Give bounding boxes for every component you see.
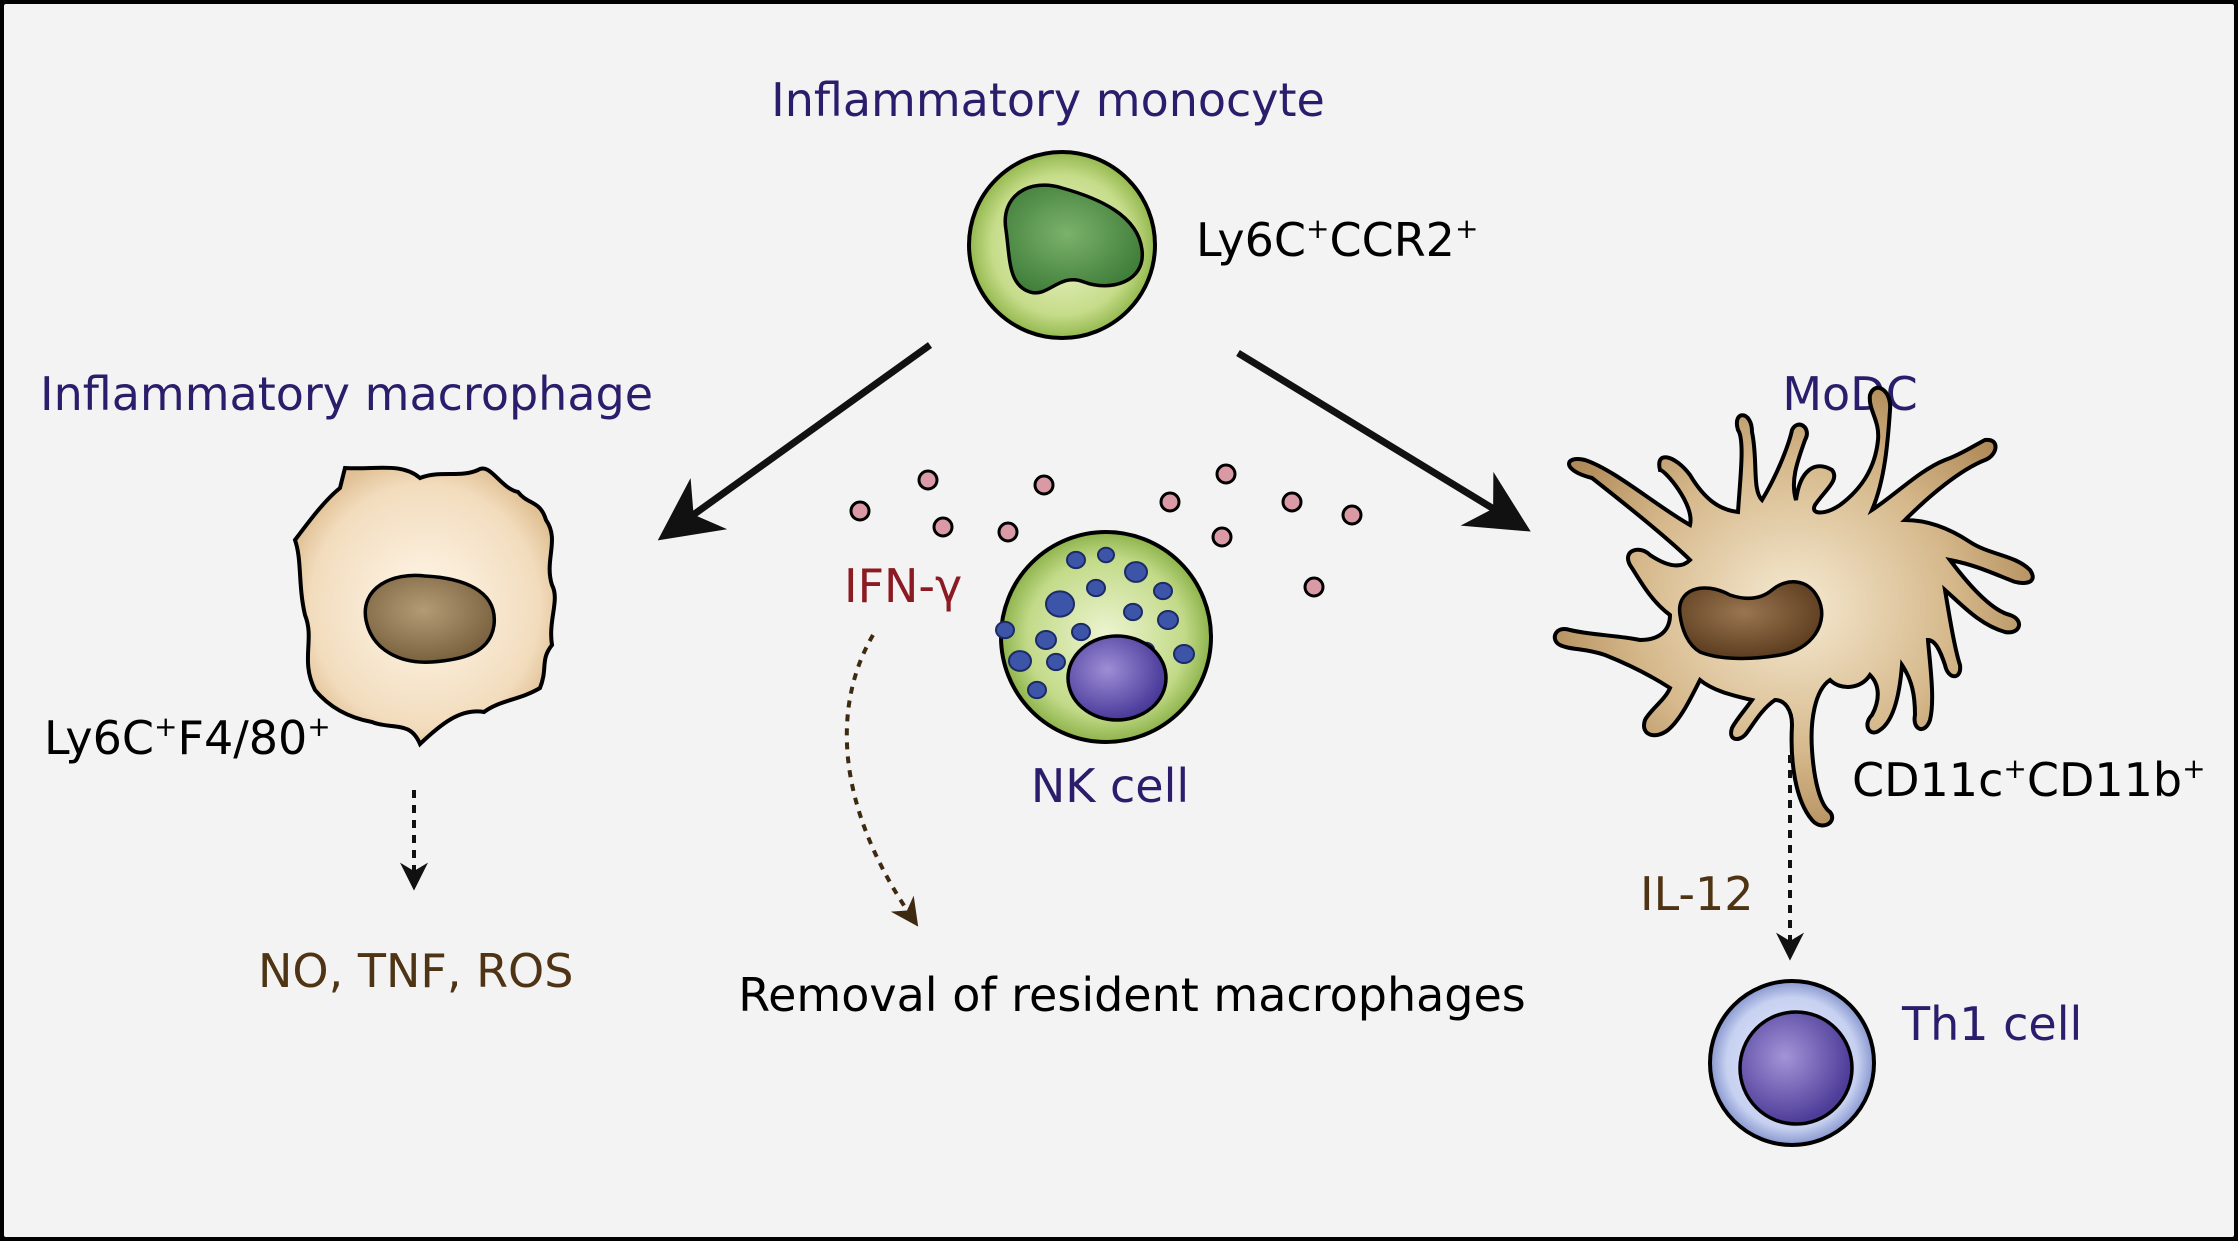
ifn-gamma-dot (917, 469, 939, 491)
macrophage-marker-a: Ly6C (44, 711, 154, 765)
macrophage-marker-a-sup: + (154, 710, 177, 743)
monocyte-title: Inflammatory monocyte (771, 73, 1325, 127)
nk-granule (1123, 602, 1143, 622)
nk-granule (1008, 650, 1032, 672)
ifn-gamma-dot (1303, 576, 1325, 598)
nk-granules (995, 546, 1195, 700)
nk-granule (1035, 630, 1057, 650)
monocyte-marker-b: CCR2 (1329, 213, 1454, 267)
il12-label: IL-12 (1640, 867, 1754, 921)
monocyte-marker-a: Ly6C (1196, 213, 1306, 267)
nk-granule (1046, 652, 1066, 672)
ifn-gamma-dot (997, 521, 1019, 543)
arrow-monocyte-to-modc (1236, 350, 1531, 532)
modc-marker-b-sup: + (2182, 752, 2205, 785)
nk-granule (1157, 610, 1179, 630)
nk-cell-title: NK cell (1031, 759, 1189, 813)
modc-marker-b: CD11b (2027, 753, 2182, 807)
nk-granule (1071, 622, 1091, 642)
ifn-gamma-label: IFN-γ (844, 559, 962, 613)
ifn-gamma-dot (1159, 491, 1181, 513)
th1-cell-icon (1708, 979, 1876, 1147)
nk-granule (1027, 680, 1047, 700)
macrophage-marker-b: F4/80 (177, 711, 307, 765)
monocyte-marker-a-sup: + (1306, 212, 1329, 245)
macrophage-marker-b-sup: + (307, 710, 330, 743)
macrophage-products: NO, TNF, ROS (258, 944, 573, 998)
ifn-gamma-dot (1341, 504, 1363, 526)
modc-marker: CD11c+CD11b+ (1852, 752, 2206, 807)
nk-granule (1066, 550, 1086, 570)
nk-granule (1086, 578, 1106, 598)
monocyte-cell-icon (967, 150, 1157, 340)
arrow-ifn-to-removal (844, 633, 919, 927)
ifn-gamma-dot (1215, 463, 1237, 485)
nk-granule (1045, 590, 1075, 618)
nk-granule (1153, 581, 1173, 601)
macrophage-title: Inflammatory macrophage (40, 367, 653, 421)
ifn-gamma-dot (849, 500, 871, 522)
modc-marker-a: CD11c (1852, 753, 2003, 807)
macrophage-marker: Ly6C+F4/80+ (44, 710, 331, 765)
nk-granule (1124, 561, 1148, 583)
monocyte-marker-b-sup: + (1455, 212, 1478, 245)
modc-marker-a-sup: + (2003, 752, 2026, 785)
ifn-gamma-dot (1211, 526, 1233, 548)
ifn-gamma-dot (1281, 491, 1303, 513)
nk-granule (995, 620, 1015, 640)
ifn-gamma-dot (1033, 474, 1055, 496)
nk-cell-icon (995, 530, 1213, 744)
th1-cell-title: Th1 cell (1901, 997, 2082, 1051)
removal-outcome-label: Removal of resident macrophages (738, 968, 1526, 1022)
ifn-gamma-dot (932, 516, 954, 538)
macrophage-cell-icon (292, 465, 557, 748)
nk-granule (1097, 546, 1115, 564)
modc-cell-icon (1552, 385, 2035, 828)
nk-granule (1173, 644, 1195, 664)
modc-title: MoDC (1782, 367, 1917, 421)
monocyte-marker: Ly6C+CCR2+ (1196, 212, 1478, 267)
arrow-monocyte-to-macrophage (657, 342, 933, 541)
ifn-gamma-dots (849, 463, 1363, 598)
